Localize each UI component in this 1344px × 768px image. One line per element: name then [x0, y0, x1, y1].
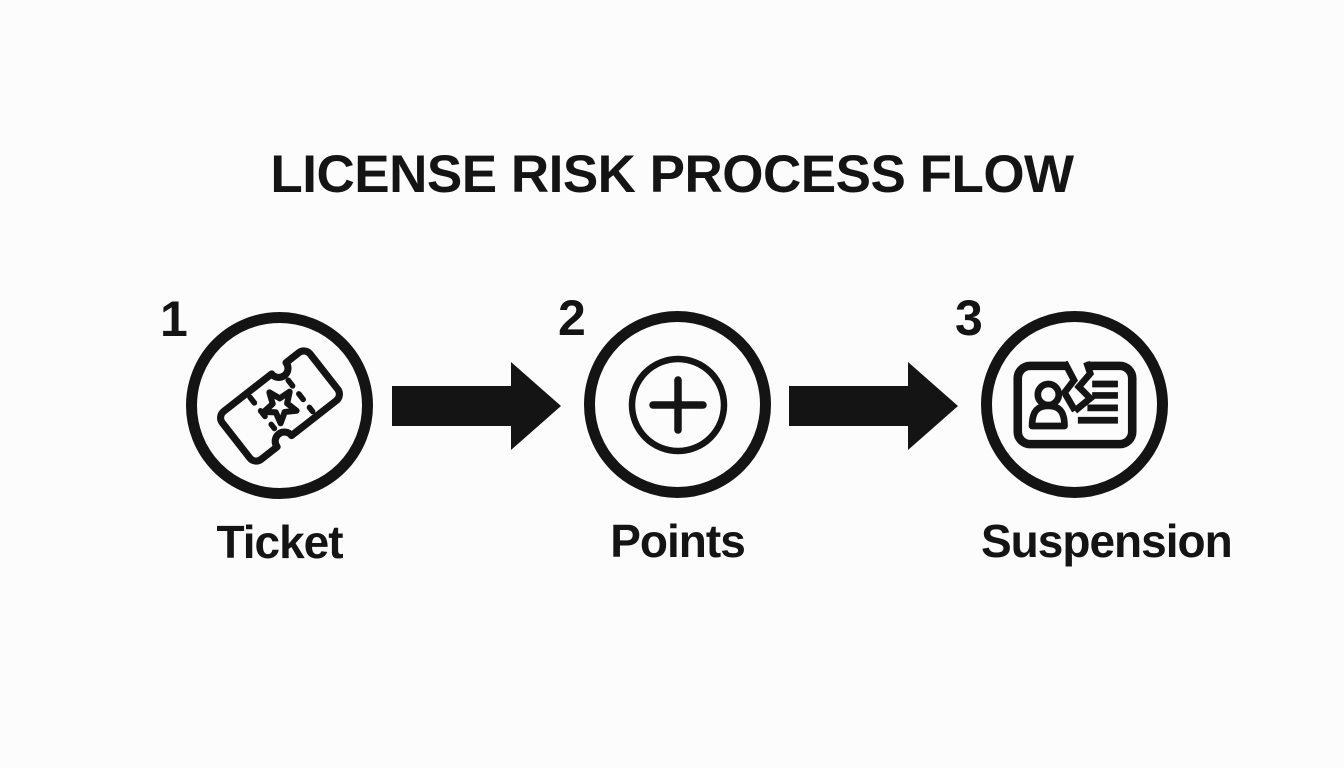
step-number: 2 — [558, 290, 586, 346]
diagram-title: LICENSE RISK PROCESS FLOW — [270, 145, 1074, 204]
arrow-right-icon — [392, 362, 561, 450]
step-number: 3 — [955, 290, 983, 346]
step-suspension: 3 Suspension — [955, 293, 1233, 564]
plus-circle-icon — [608, 335, 748, 475]
broken-license-icon — [1012, 360, 1137, 449]
step-number: 1 — [160, 291, 188, 347]
step-points: 2 Points — [558, 293, 771, 564]
step-label: Ticket — [216, 516, 343, 568]
step-circle — [981, 311, 1168, 498]
step-circle — [186, 312, 373, 499]
step-label: Suspension — [981, 515, 1233, 567]
ticket-icon — [209, 335, 351, 477]
step-circle — [584, 311, 771, 498]
step-ticket: 1 Ticket — [160, 294, 373, 565]
step-label: Points — [610, 515, 746, 567]
arrow-right-icon — [789, 362, 958, 450]
